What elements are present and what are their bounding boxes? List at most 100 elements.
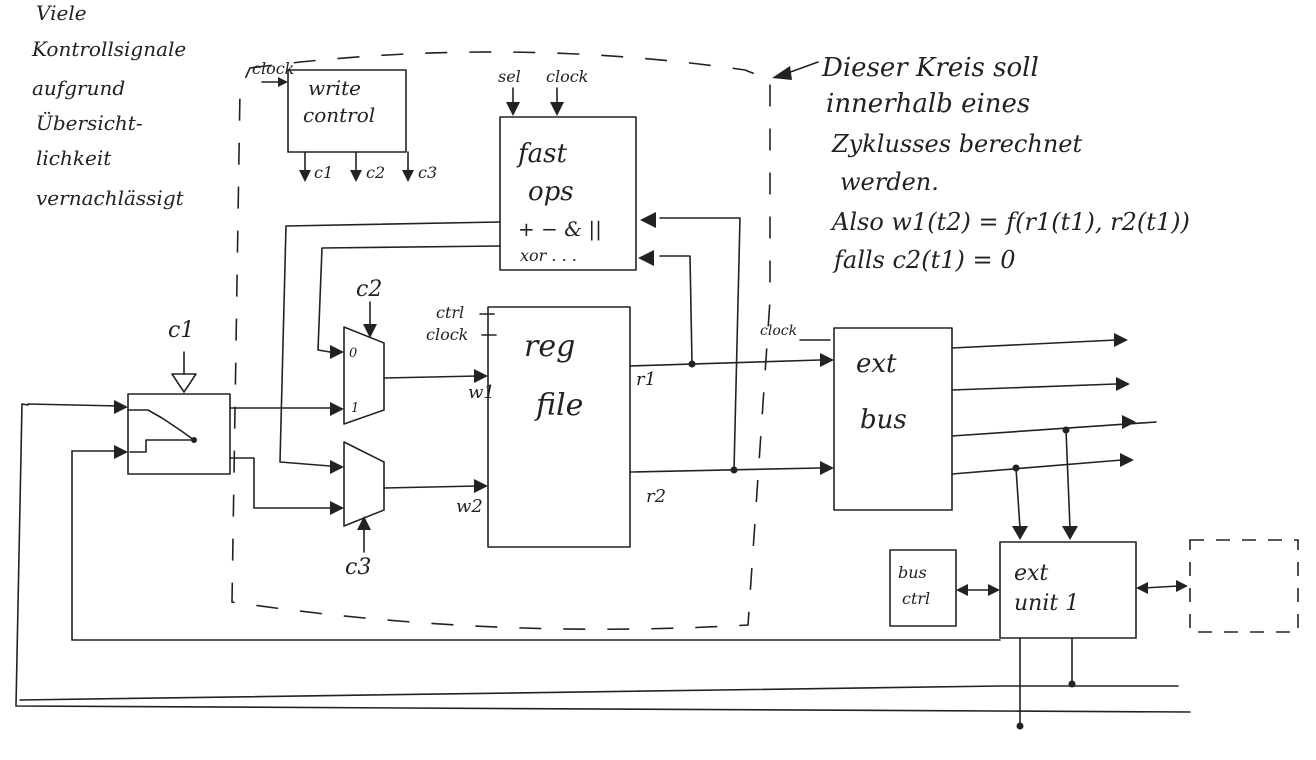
- mux-top-input-0-label: 0: [349, 346, 357, 361]
- write-control-title-1: write: [308, 76, 361, 100]
- wire-switch-to-mux-bottom: [229, 457, 331, 509]
- mux-top: 0 1 c2: [343, 277, 385, 425]
- mux-bottom-body: [343, 441, 385, 527]
- arrow-mux-bottom-in: [330, 501, 344, 515]
- fast-ops-block: fast ops + − & || xor . . . sel clock: [498, 67, 637, 271]
- input-switch-node: [191, 437, 197, 443]
- arrow-r1-extbus: [820, 353, 834, 367]
- arrow-extbus-out-1: [1114, 333, 1128, 347]
- fast-ops-title-2: ops: [528, 177, 574, 207]
- reg-file-w2-label: w2: [456, 496, 483, 517]
- cycle-note-line-1: Dieser Kreis soll: [821, 53, 1039, 83]
- fast-ops-ops-1: + − & ||: [518, 217, 602, 242]
- side-note-line-3: aufgrund: [32, 76, 125, 100]
- node-extunit-1: [1016, 722, 1024, 730]
- fast-ops-clock-arrow: [550, 102, 564, 116]
- arrow-extunit-left: [988, 584, 1000, 596]
- write-control-title-2: control: [303, 103, 375, 127]
- mux-bottom: c3: [343, 441, 385, 580]
- bus-ctrl-box: [889, 549, 957, 627]
- wire-fastops-to-mux-top: [317, 245, 501, 353]
- wire-tap-2: [1015, 467, 1021, 529]
- reg-file-title-1: reg: [524, 329, 575, 364]
- ext-unit-title-2: unit 1: [1014, 591, 1079, 616]
- input-switch-path: [129, 439, 195, 453]
- ext-unit-block: ext unit 1: [999, 541, 1137, 639]
- note-pointer-arrow: [772, 61, 819, 80]
- wire-r1-to-fastops: [659, 255, 693, 365]
- arrow-mux-bottom-in0: [330, 460, 344, 474]
- mux-top-input-1-label: 1: [351, 401, 359, 416]
- arrow-fastops-r1: [638, 250, 654, 266]
- fast-ops-ops-2: xor . . .: [520, 246, 577, 265]
- wire-tap-1: [1065, 429, 1071, 529]
- arrow-switch-in-top: [114, 400, 128, 414]
- mux-bottom-select-label: c3: [345, 555, 371, 580]
- fast-ops-box: [499, 116, 637, 271]
- write-control-box: [287, 69, 407, 153]
- write-control-clock-arrow: [278, 77, 288, 87]
- arrow-tap-1: [1062, 526, 1078, 540]
- cycle-note: Dieser Kreis soll innerhalb eines Zyklus…: [821, 53, 1190, 274]
- mux-top-select-label: c2: [356, 277, 382, 302]
- input-switch-c1-arrow: [171, 373, 197, 393]
- arrow-mux-top-in1: [330, 402, 344, 416]
- bus-ctrl-title-2: ctrl: [902, 589, 930, 608]
- reg-file-title-2: file: [534, 388, 583, 423]
- side-note-line-4: Übersicht-: [36, 110, 143, 135]
- cycle-note-line-4: werden.: [840, 168, 939, 196]
- write-control-c3-label: c3: [418, 163, 437, 182]
- arrow-extunit-right: [1136, 582, 1148, 594]
- fast-ops-clock-label: clock: [546, 67, 588, 86]
- input-switch-lever: [127, 409, 195, 441]
- reg-file-box: [487, 306, 631, 548]
- fast-ops-sel-arrow: [506, 102, 520, 116]
- cycle-note-line-5: Also w1(t2) = f(r1(t1), r2(t1)): [830, 208, 1190, 236]
- write-control-clock-label: clock: [252, 59, 294, 78]
- ext-bus-box: [833, 327, 953, 511]
- reg-file-block: reg file ctrl clock w1 w2 r1 r2: [426, 303, 666, 548]
- arrow-switch-in-bottom: [114, 445, 128, 459]
- wire-extbus-out-2: [951, 383, 1117, 391]
- mux-top-select-arrow: [363, 324, 377, 338]
- arrow-tap-2: [1012, 526, 1028, 540]
- arrow-extbus-out-4: [1120, 453, 1134, 467]
- reg-file-ctrl-label: ctrl: [436, 303, 464, 322]
- ext-unit-title-1: ext: [1014, 561, 1048, 586]
- node-extunit-2: [1068, 680, 1076, 688]
- reg-file-clock-label: clock: [426, 325, 468, 344]
- wire-bus-return: [19, 685, 1179, 701]
- side-note-line-1: Viele: [36, 1, 87, 25]
- wire-extbus-out-4: [951, 459, 1123, 475]
- write-control-c1-label: c1: [314, 163, 333, 182]
- side-note-line-5: lichkeit: [36, 146, 112, 170]
- cycle-note-line-3: Zyklusses berechnet: [831, 130, 1082, 158]
- ext-bus-block: ext bus clock: [760, 323, 953, 511]
- ext-bus-clock-label: clock: [760, 323, 797, 339]
- side-note: Viele Kontrollsignale aufgrund Übersicht…: [31, 1, 186, 210]
- wire-extbus-out-1: [951, 339, 1117, 349]
- cycle-boundary: [231, 51, 771, 631]
- mux-bottom-select-arrow: [357, 516, 371, 530]
- arrow-extbus-out-3: [1122, 415, 1136, 429]
- wire-r1-to-extbus: [629, 359, 821, 367]
- wire-r2-to-fastops: [659, 217, 741, 471]
- fast-ops-title-1: fast: [516, 139, 567, 169]
- write-control-block: write control clock c1 c2 c3: [252, 59, 437, 182]
- ext-unit-box: [999, 541, 1137, 639]
- arrow-extbus-out-2: [1116, 377, 1130, 391]
- wires: [15, 212, 1191, 730]
- reg-file-w1-label: w1: [468, 382, 495, 403]
- bus-ctrl-block: bus ctrl: [889, 549, 957, 627]
- write-control-c3-arrow: [402, 170, 414, 182]
- side-note-line-2: Kontrollsignale: [31, 37, 186, 61]
- ext-bus-title-2: bus: [860, 405, 907, 435]
- additional-unit-placeholder: [1189, 539, 1299, 633]
- mux-top-body: [343, 326, 385, 425]
- wire-extunit-placeholder: [1143, 585, 1179, 589]
- input-switch-c1-label: c1: [168, 318, 194, 343]
- arrow-fastops-r2: [640, 212, 656, 228]
- cycle-note-line-2: innerhalb eines: [826, 89, 1030, 119]
- ext-bus-title-1: ext: [856, 349, 897, 379]
